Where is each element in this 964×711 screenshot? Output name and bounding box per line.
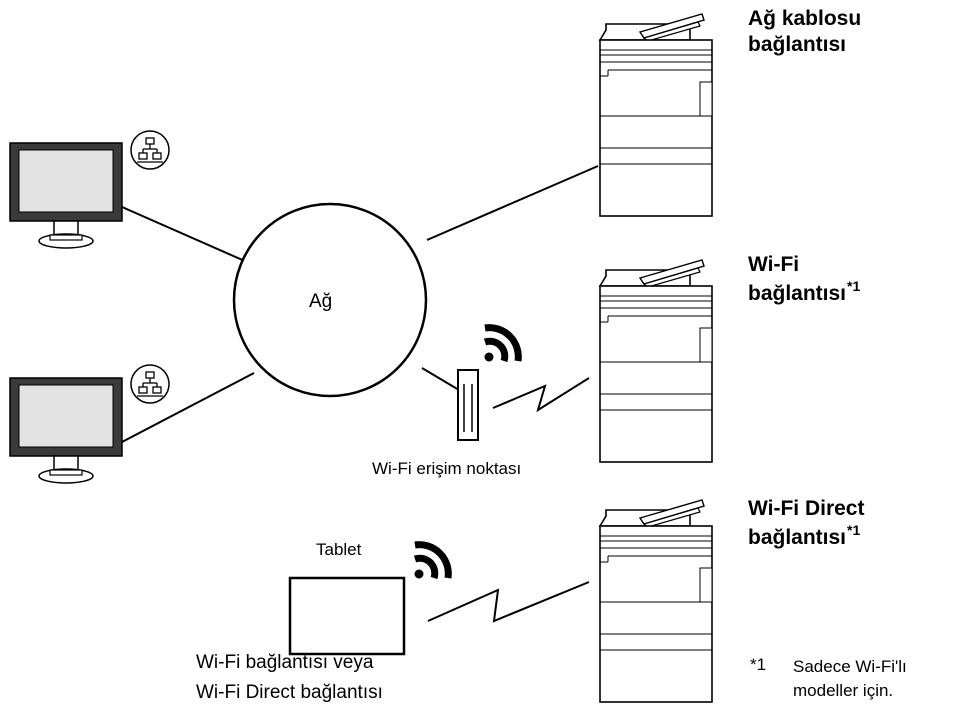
lightning-link-icon bbox=[492, 377, 590, 413]
network-label: Ağ bbox=[309, 291, 333, 312]
access-point-icon bbox=[457, 369, 479, 441]
tablet-connection-line2: Wi-Fi Direct bağlantısı bbox=[196, 682, 383, 703]
printer-caption-line1: Wi-Fi Direct bbox=[748, 497, 865, 520]
connection-lines bbox=[121, 165, 599, 443]
monitor-icon bbox=[9, 142, 123, 249]
printer-icon bbox=[599, 499, 713, 703]
footnote-marker: *1 bbox=[750, 655, 767, 674]
network-cloud bbox=[232, 202, 428, 398]
network-port-icon bbox=[130, 130, 170, 170]
printer-caption-line2: bağlantısı bbox=[748, 525, 847, 549]
printer-caption-line1: Wi-Fi bbox=[748, 253, 800, 276]
tablet-connection-line1: Wi-Fi bağlantısı veya bbox=[196, 652, 374, 673]
printer-icon bbox=[599, 13, 713, 217]
printer-caption-wifi-direct: Wi-Fi Direct bağlantısı*1 bbox=[748, 496, 864, 550]
printer-caption-wifi: Wi-Fi bağlantısı*1 bbox=[748, 252, 860, 306]
line-network-printer1 bbox=[426, 165, 599, 241]
wifi-icon bbox=[415, 545, 449, 579]
printer-icon bbox=[599, 259, 713, 463]
footnote-text: Sadece Wi-Fi'lı modeller için. bbox=[793, 655, 907, 703]
printer-caption-line2: bağlantısı bbox=[748, 32, 847, 56]
printer-caption-line2: bağlantısı bbox=[748, 281, 847, 305]
lightning-link-icon bbox=[427, 581, 590, 623]
printer-caption-line1: Ağ kablosu bbox=[748, 7, 862, 30]
line-monitor1-network bbox=[121, 206, 248, 263]
tablet-label: Tablet bbox=[316, 540, 362, 559]
line-network-accesspoint bbox=[421, 367, 460, 391]
wifi-icon bbox=[485, 328, 519, 362]
line-monitor2-network bbox=[121, 372, 255, 443]
footnote-line1: Sadece Wi-Fi'lı bbox=[793, 657, 907, 676]
tablet-connection-caption: Wi-Fi bağlantısı veya Wi-Fi Direct bağla… bbox=[196, 648, 383, 708]
access-point-label: Wi-Fi erişim noktası bbox=[372, 459, 522, 478]
footnote-ref: *1 bbox=[847, 277, 861, 294]
footnote-line2: modeller için. bbox=[793, 681, 894, 700]
footnote-ref: *1 bbox=[847, 521, 861, 538]
monitor-icon bbox=[9, 377, 123, 484]
network-port-icon bbox=[130, 364, 170, 404]
tablet-icon bbox=[288, 576, 406, 656]
printer-caption-wired: Ağ kablosu bağlantısı bbox=[748, 6, 861, 57]
